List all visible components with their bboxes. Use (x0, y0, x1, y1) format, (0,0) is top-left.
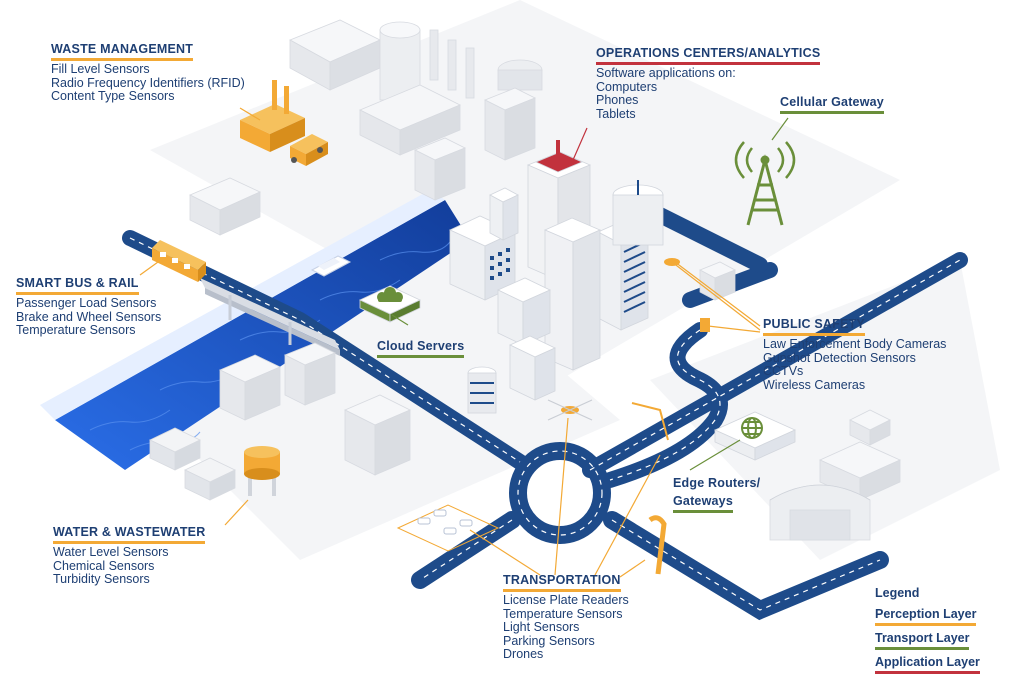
list-item: Fill Level Sensors (51, 62, 150, 76)
list-item: License Plate Readers (503, 593, 629, 607)
operations-title: OPERATIONS CENTERS/ANALYTICS (596, 46, 821, 65)
list-item: Temperature Sensors (16, 323, 136, 337)
transportation-items: License Plate Readers Temperature Sensor… (503, 593, 629, 662)
public-safety-items: Law Enforcement Body Cameras Gunshot Det… (763, 337, 947, 392)
public-safety-title: PUBLIC SAFETY (763, 317, 865, 336)
list-item: Tablets (596, 106, 636, 121)
globe-icon (741, 417, 763, 439)
list-item: Content Type Sensors (51, 89, 175, 103)
legend-title: Legend (875, 586, 920, 600)
list-item: Drones (503, 647, 544, 661)
edge-routers-label: Edge Routers/ Gateways (673, 474, 760, 513)
water-tower-icon (244, 446, 280, 496)
legend-application-layer: Application Layer (875, 655, 980, 674)
list-item: Turbidity Sensors (53, 572, 150, 586)
operations-label: OPERATIONS CENTERS/ANALYTICS Software ap… (596, 44, 821, 121)
waste-management-title: WASTE MANAGEMENT (51, 42, 194, 61)
list-item: Parking Sensors (503, 633, 595, 648)
transportation-label: TRANSPORTATION License Plate Readers Tem… (503, 571, 629, 662)
drone-icon (547, 399, 593, 421)
list-item: Computers (596, 79, 658, 94)
operations-items: Software applications on: Computers Phon… (596, 66, 820, 121)
legend-perception-layer: Perception Layer (875, 607, 977, 626)
cellular-gateway-title: Cellular Gateway (780, 95, 884, 114)
list-item: Temperature Sensors (503, 606, 623, 621)
cloud-servers-title: Cloud Servers (377, 339, 465, 358)
water-wastewater-title: WATER & WASTEWATER (53, 525, 206, 544)
public-safety-label: PUBLIC SAFETY Law Enforcement Body Camer… (763, 315, 946, 392)
list-item: Radio Frequency Identifiers (RFID) (51, 75, 245, 90)
list-item: Light Sensors (503, 620, 580, 634)
leader-lines (139, 107, 789, 578)
edge-routers-title-line2: Gateways (673, 494, 733, 513)
list-item: Brake and Wheel Sensors (16, 309, 162, 324)
list-item: Wireless Cameras (763, 377, 866, 392)
bus-icon (152, 240, 206, 282)
list-item: Gunshot Detection Sensors (763, 350, 916, 365)
smart-bus-label: SMART BUS & RAIL Passenger Load Sensors … (16, 274, 161, 338)
waste-management-items: Fill Level Sensors Radio Frequency Ident… (51, 62, 245, 104)
waste-management-label: WASTE MANAGEMENT Fill Level Sensors Radi… (51, 40, 245, 104)
legend: Legend Perception Layer Transport Layer … (875, 586, 980, 679)
bridge (200, 278, 340, 356)
downtown-towers (359, 140, 796, 461)
city-buildings (149, 19, 901, 541)
edge-routers-title-line1: Edge Routers/ (673, 476, 761, 490)
transportation-title: TRANSPORTATION (503, 573, 621, 592)
list-item: Water Level Sensors (53, 545, 169, 559)
cell-tower-icon (734, 141, 796, 226)
list-item: CCTVs (763, 364, 804, 378)
boat-icon (310, 255, 352, 277)
waste-facility-icon (240, 80, 328, 166)
smart-bus-items: Passenger Load Sensors Brake and Wheel S… (16, 296, 162, 338)
parking-lot (396, 504, 500, 552)
list-item: Passenger Load Sensors (16, 296, 157, 310)
list-item: Chemical Sensors (53, 558, 155, 573)
water-wastewater-label: WATER & WASTEWATER Water Level Sensors C… (53, 523, 206, 587)
smart-bus-title: SMART BUS & RAIL (16, 276, 139, 295)
list-item: Phones (596, 93, 639, 107)
list-item: Law Enforcement Body Cameras (763, 337, 947, 351)
legend-transport-layer: Transport Layer (875, 631, 970, 650)
list-item: Software applications on: (596, 66, 736, 80)
cloud-servers-label: Cloud Servers (377, 337, 465, 358)
cloud-icon (377, 287, 403, 302)
water-wastewater-items: Water Level Sensors Chemical Sensors Tur… (53, 545, 205, 587)
cellular-gateway-label: Cellular Gateway (780, 93, 884, 114)
